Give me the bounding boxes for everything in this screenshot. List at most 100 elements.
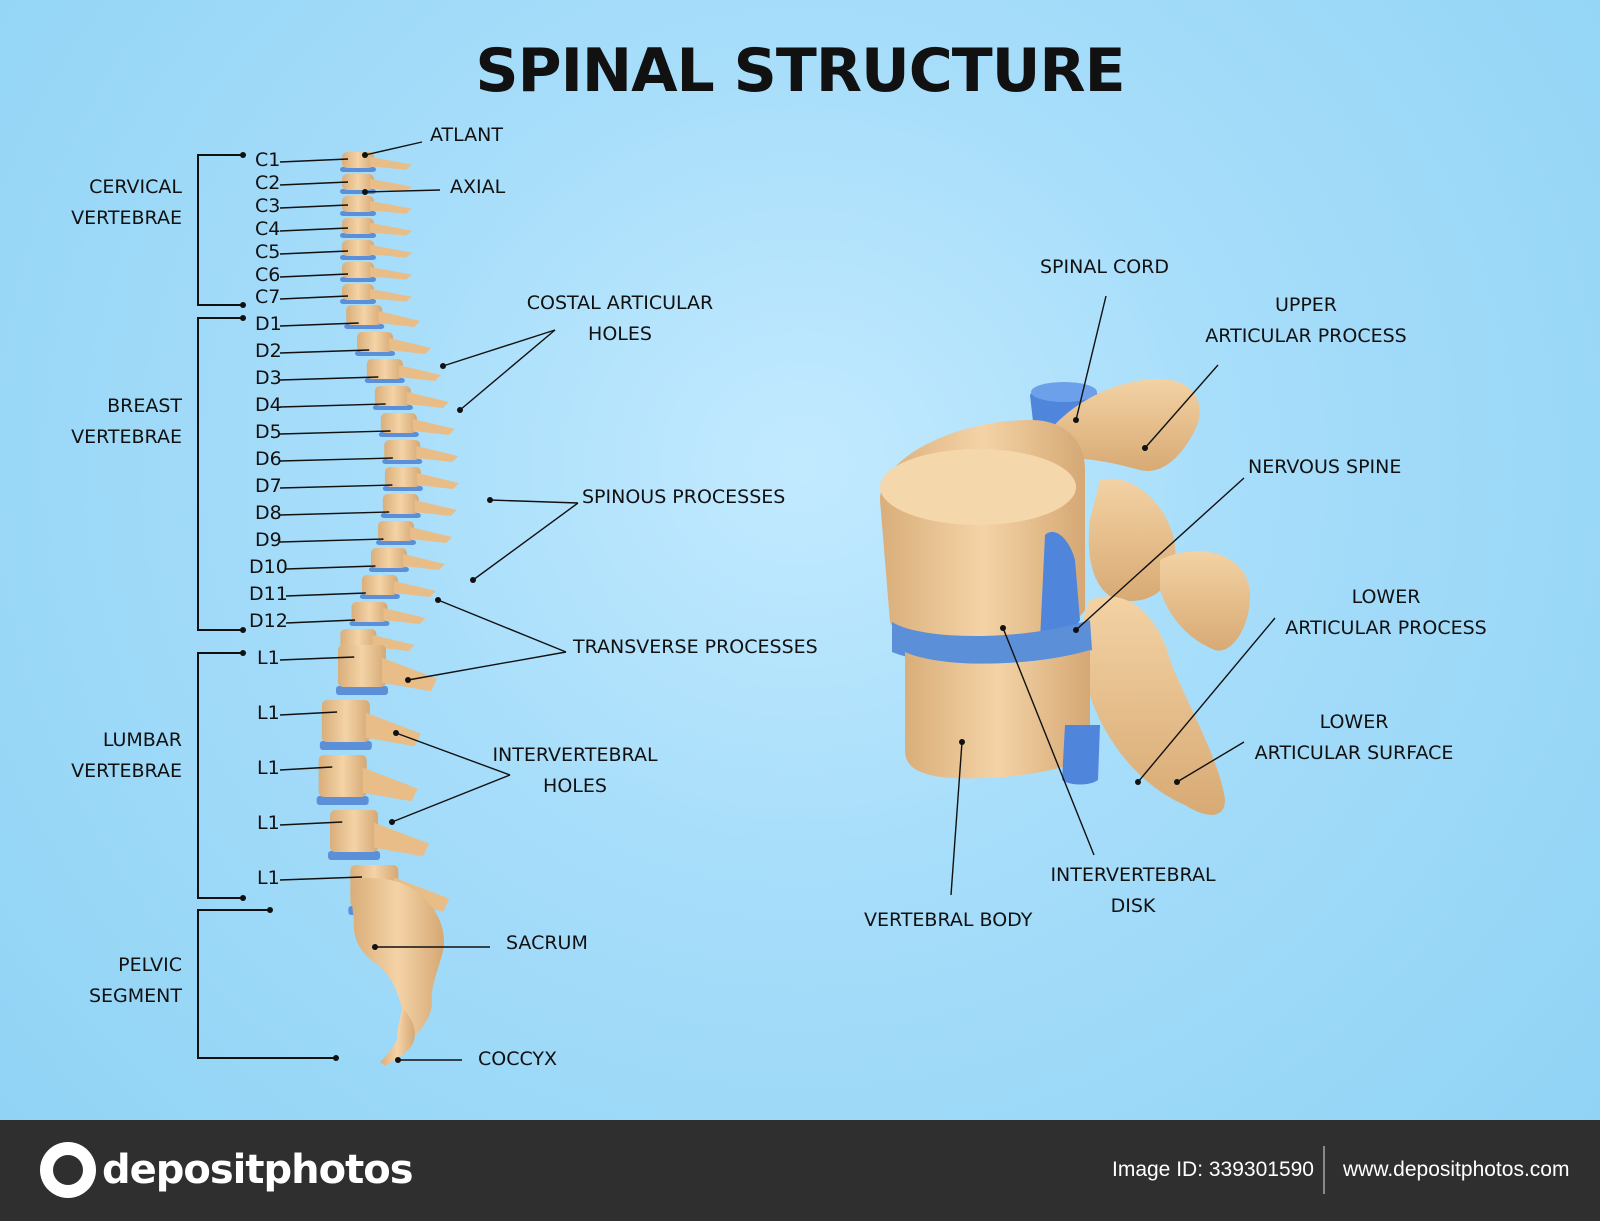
footer-bar: depositphotos Image ID: 339301590 www.de… [0,1120,1600,1221]
intervertebral-disc [319,741,372,750]
page-title: SPINAL STRUCTURE [475,36,1125,106]
spinous-process [374,822,430,857]
intervertebral-disc [359,594,400,599]
spinous-process [389,338,432,354]
intervertebral-disc [349,621,390,626]
vertebra-label-d12: D12 [249,610,288,632]
vertebra-body [346,305,383,325]
segment-brackets [197,154,336,1059]
vertebra-leader-line [279,538,384,543]
vertebra-body [384,440,421,460]
spinous-process [370,266,412,280]
vertebra-leader-line [279,273,349,278]
vertebra-label-d9: D9 [255,529,282,551]
vertebra-body [342,240,374,256]
intervertebral-disc [378,432,419,437]
bracket-endpoints [240,152,339,1061]
vertebra-body [378,521,415,541]
vertebra-body [318,755,367,797]
label-sacrum: SACRUM [506,932,588,954]
spinous-process [370,244,412,258]
spinous-process [412,419,455,435]
spinous-process [393,581,436,597]
intervertebral-disc [372,405,413,410]
vertebra-label-c3: C3 [255,195,281,217]
spinous-process [381,657,437,692]
vertebra-leader-line [279,204,349,209]
spinous-process [370,156,412,170]
vertebra-leader-line [279,766,333,771]
intervertebral-disc [340,255,376,260]
vertebra-label-d1: D1 [255,313,282,335]
vertebra-leader-line [285,592,366,597]
vertebra-body [351,602,388,622]
vertebra-label-l5: L1 [257,867,280,889]
spinous-process [410,527,453,543]
intervertebral-disc [340,211,376,216]
vertebra-body [342,196,374,212]
vertebra-leader-line [279,250,349,255]
vertebra-body [337,645,386,687]
intervertebral-disc [340,167,376,172]
coccyx-bone [380,1010,415,1066]
label-spinous-processes: SPINOUS PROCESSES [582,486,786,508]
label-coccyx: COCCYX [478,1048,558,1070]
vertebra-body [357,332,394,352]
spinous-process [378,311,421,327]
vertebra-label-d6: D6 [255,448,282,470]
vertebra-annotation-dots [959,417,1180,785]
vertebra-label-c5: C5 [255,241,281,263]
vertebra-leader-line [279,484,393,489]
brand-logo-text[interactable]: depositphotos [102,1147,414,1193]
vertebra-label-l1: L1 [257,647,280,669]
vertebra-leader-line [279,322,359,327]
spinous-process [398,365,441,381]
label-nervous-spine: NERVOUS SPINE [1248,456,1402,478]
spinous-process [416,446,459,462]
intervertebral-disc [382,459,423,464]
intervertebral-disc [364,378,405,383]
vertebra-leader-line [279,821,343,826]
label-spinal-cord: SPINAL CORD [1040,256,1170,278]
intervertebral-disc [344,324,385,329]
vertebra-body [321,700,370,742]
vertebra-body [361,575,398,595]
site-url-link[interactable]: www.depositphotos.com [1343,1158,1570,1181]
vertebra-label-d4: D4 [255,394,282,416]
vertebra-label-d3: D3 [255,367,282,389]
vertebra-body [342,262,374,278]
vertebra-body [366,359,403,379]
vertebra-label-l4: L1 [257,812,280,834]
vertebra-label-d8: D8 [255,502,282,524]
spinous-process [414,500,457,516]
vertebra-body [370,548,407,568]
vertebra-leader-line [279,876,363,881]
vertebra-label-c2: C2 [255,172,281,194]
vertebra-leader-line [279,227,349,232]
vertebra-label-d11: D11 [249,583,288,605]
vertebra-label-c1: C1 [255,149,281,171]
vertebra-label-c7: C7 [255,286,281,308]
intervertebral-disc [340,277,376,282]
vertebra-body [384,467,421,487]
vertebra-leader-line [279,349,370,354]
vertebra-leader-line [279,158,349,163]
vertebra-annotation-leaders [950,295,1276,896]
vertebra-body [342,284,374,300]
spinous-process [383,608,426,624]
vertebra-label-l2: L1 [257,702,280,724]
spinous-process [402,554,445,570]
vertebra-body [374,386,411,406]
intervertebral-disc [376,540,417,545]
spinous-process [362,767,418,802]
vertebra-illustration [880,379,1250,815]
vertebra-leader-line [279,295,349,300]
spinous-process [370,288,412,302]
label-atlant: ATLANT [430,124,503,146]
